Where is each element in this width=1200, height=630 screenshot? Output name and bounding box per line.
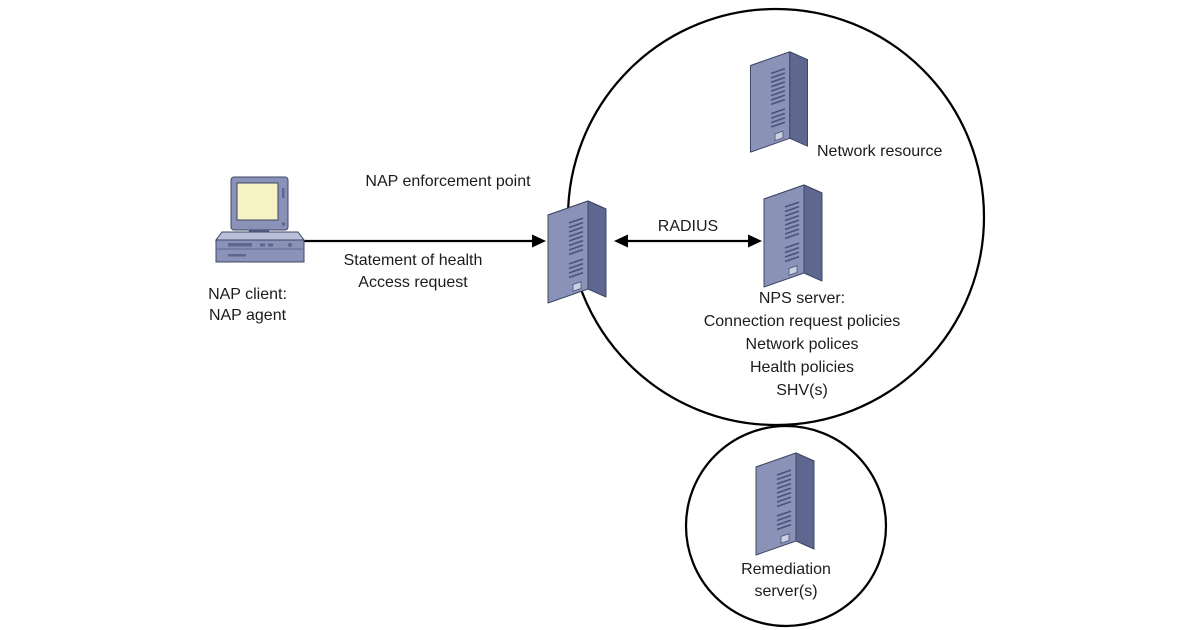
network-resource-server-icon (749, 50, 809, 153)
arrow-head (532, 234, 546, 248)
desktop-button-1 (260, 243, 265, 247)
nps-label-line2: Connection request policies (703, 313, 901, 330)
nps-label-line1: NPS server: (758, 290, 846, 307)
desktop-top-face (215, 231, 305, 241)
nap-enforcement-point-server-icon (547, 200, 607, 304)
desktop-drive-slot (228, 243, 252, 247)
nap-client-label: NAP client: NAP agent (190, 284, 305, 326)
desktop-power-button (288, 243, 292, 247)
client-to-enforcement-arrow (304, 234, 546, 248)
nap-client-label-line2: NAP agent (208, 307, 287, 324)
desktop-floppy-slot (228, 254, 246, 257)
nps-server-label: NPS server: Connection request policies … (652, 287, 952, 402)
nps-label-line4: Health policies (749, 359, 855, 376)
remediation-label-line1: Remediation (741, 561, 831, 578)
nap-client-label-line1: NAP client: (208, 286, 287, 303)
nps-label-line5: SHV(s) (776, 382, 828, 399)
radius-label: RADIUS (657, 218, 719, 235)
arrow-head-right (748, 234, 762, 248)
nap-client-computer-icon (215, 176, 305, 263)
remediation-label-line2: server(s) (754, 583, 818, 600)
desktop-button-2 (268, 243, 273, 247)
remediation-boundary-circle (684, 424, 888, 628)
radius-arrow (614, 234, 762, 248)
access-request-label: Access request (358, 274, 468, 291)
network-resource-label: Network resource (817, 143, 943, 160)
statement-of-health-label: Statement of health (343, 252, 483, 269)
monitor-side-button (282, 188, 285, 198)
monitor-screen (236, 182, 279, 221)
nps-server-icon (763, 184, 823, 288)
remediation-server-icon (755, 452, 815, 556)
monitor-power-button (281, 222, 286, 226)
remediation-label: Remediation server(s) (726, 559, 846, 603)
enforcement-point-label: NAP enforcement point (365, 173, 531, 190)
arrow-head-left (614, 234, 628, 248)
nps-label-line3: Network polices (745, 336, 859, 353)
flow-labels: Statement of health Access request (320, 250, 506, 294)
